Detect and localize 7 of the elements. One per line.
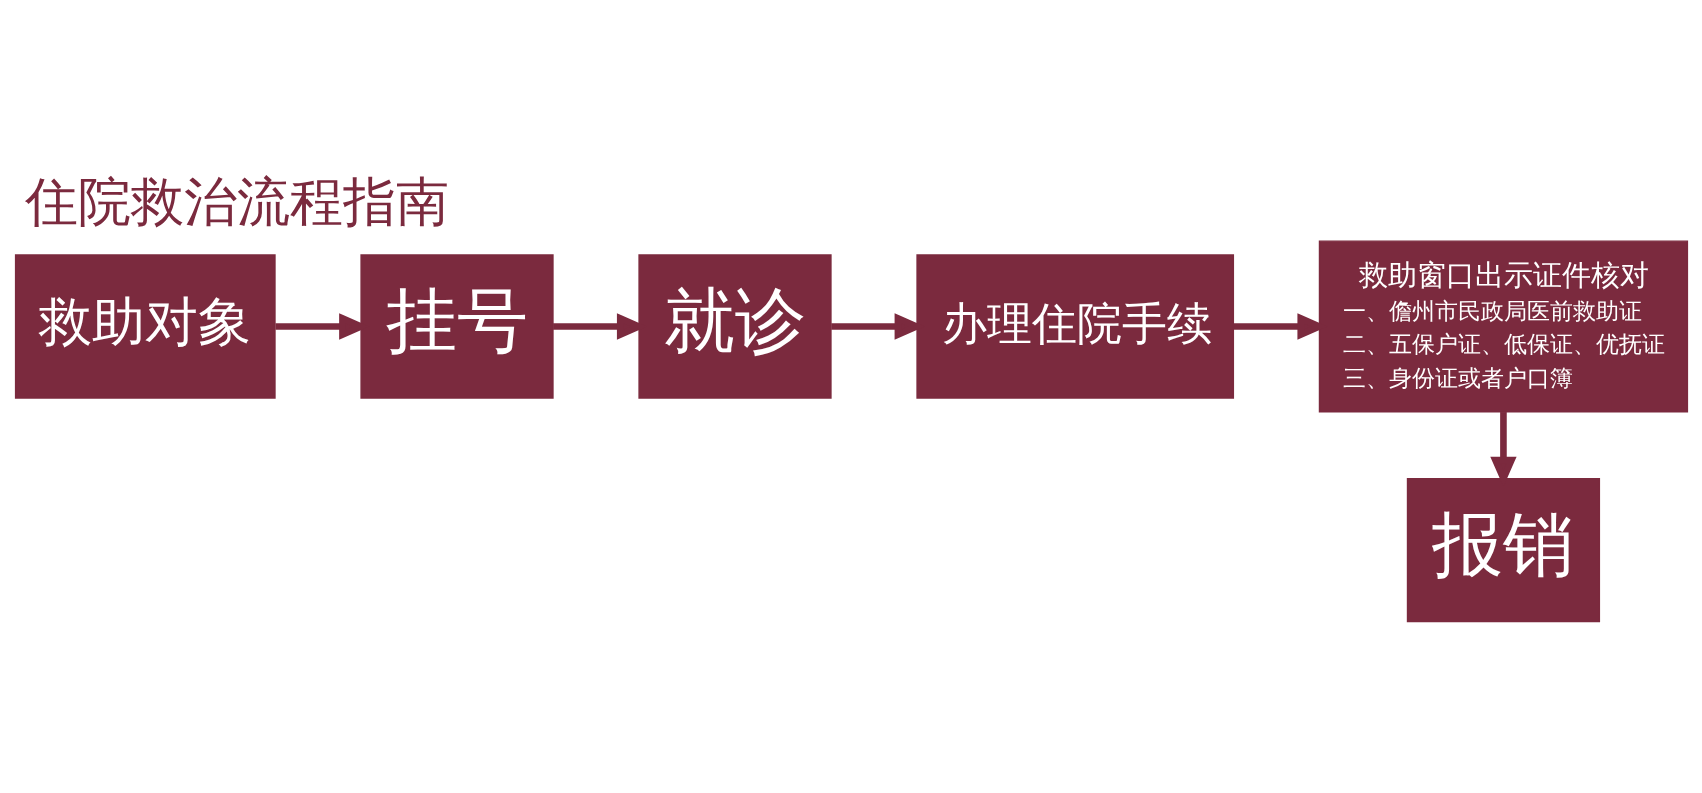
node-box: 挂号 xyxy=(359,253,554,399)
diagram-title: 住院救治流程指南 xyxy=(24,170,449,232)
node-box: 报销 xyxy=(1406,477,1600,622)
node-box: 救助窗口出示证件核对 一、儋州市民政局医前救助证 二、五保户证、低保证、优抚证 三、身份证或者户口簿 xyxy=(1318,239,1688,413)
node-box: 救助对象 xyxy=(14,253,276,399)
node-box: 办理住院手续 xyxy=(915,253,1234,399)
node-box: 就诊 xyxy=(637,253,832,399)
